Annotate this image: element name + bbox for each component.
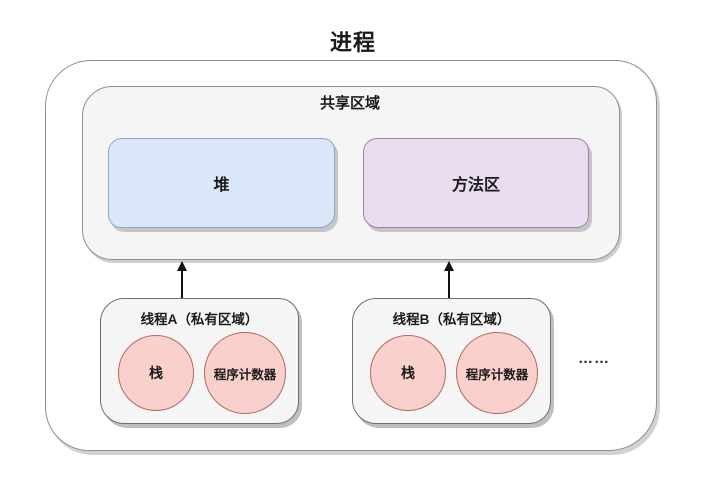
method-area-box: 方法区 xyxy=(363,138,589,228)
more-threads-ellipsis: …… xyxy=(578,350,610,367)
program-counter-label: 程序计数器 xyxy=(465,367,529,382)
thread-a-label: 线程A（私有区域） xyxy=(140,312,259,327)
thread-b-label: 线程B（私有区域） xyxy=(392,312,511,327)
method-area-label: 方法区 xyxy=(451,177,500,194)
shared-area-label: 共享区域 xyxy=(319,95,380,112)
thread-a-box: 线程A（私有区域） 栈 程序计数器 xyxy=(100,298,299,424)
stack-circle: 栈 xyxy=(118,335,194,411)
program-counter-circle: 程序计数器 xyxy=(456,332,538,414)
arrow-thread-b-to-shared xyxy=(443,261,455,299)
heap-label: 堆 xyxy=(213,177,230,194)
diagram-title: 进程 xyxy=(329,30,376,55)
program-counter-circle: 程序计数器 xyxy=(204,332,286,414)
stack-circle: 栈 xyxy=(370,335,446,411)
heap-box: 堆 xyxy=(108,138,335,228)
stack-label: 栈 xyxy=(149,365,163,381)
arrow-line xyxy=(448,271,450,299)
arrow-line xyxy=(181,271,183,299)
arrow-thread-a-to-shared xyxy=(176,261,188,299)
arrowhead-up-icon xyxy=(444,261,454,271)
arrowhead-up-icon xyxy=(177,261,187,271)
stack-label: 栈 xyxy=(401,365,415,381)
program-counter-label: 程序计数器 xyxy=(213,367,277,382)
thread-b-box: 线程B（私有区域） 栈 程序计数器 xyxy=(352,298,551,424)
